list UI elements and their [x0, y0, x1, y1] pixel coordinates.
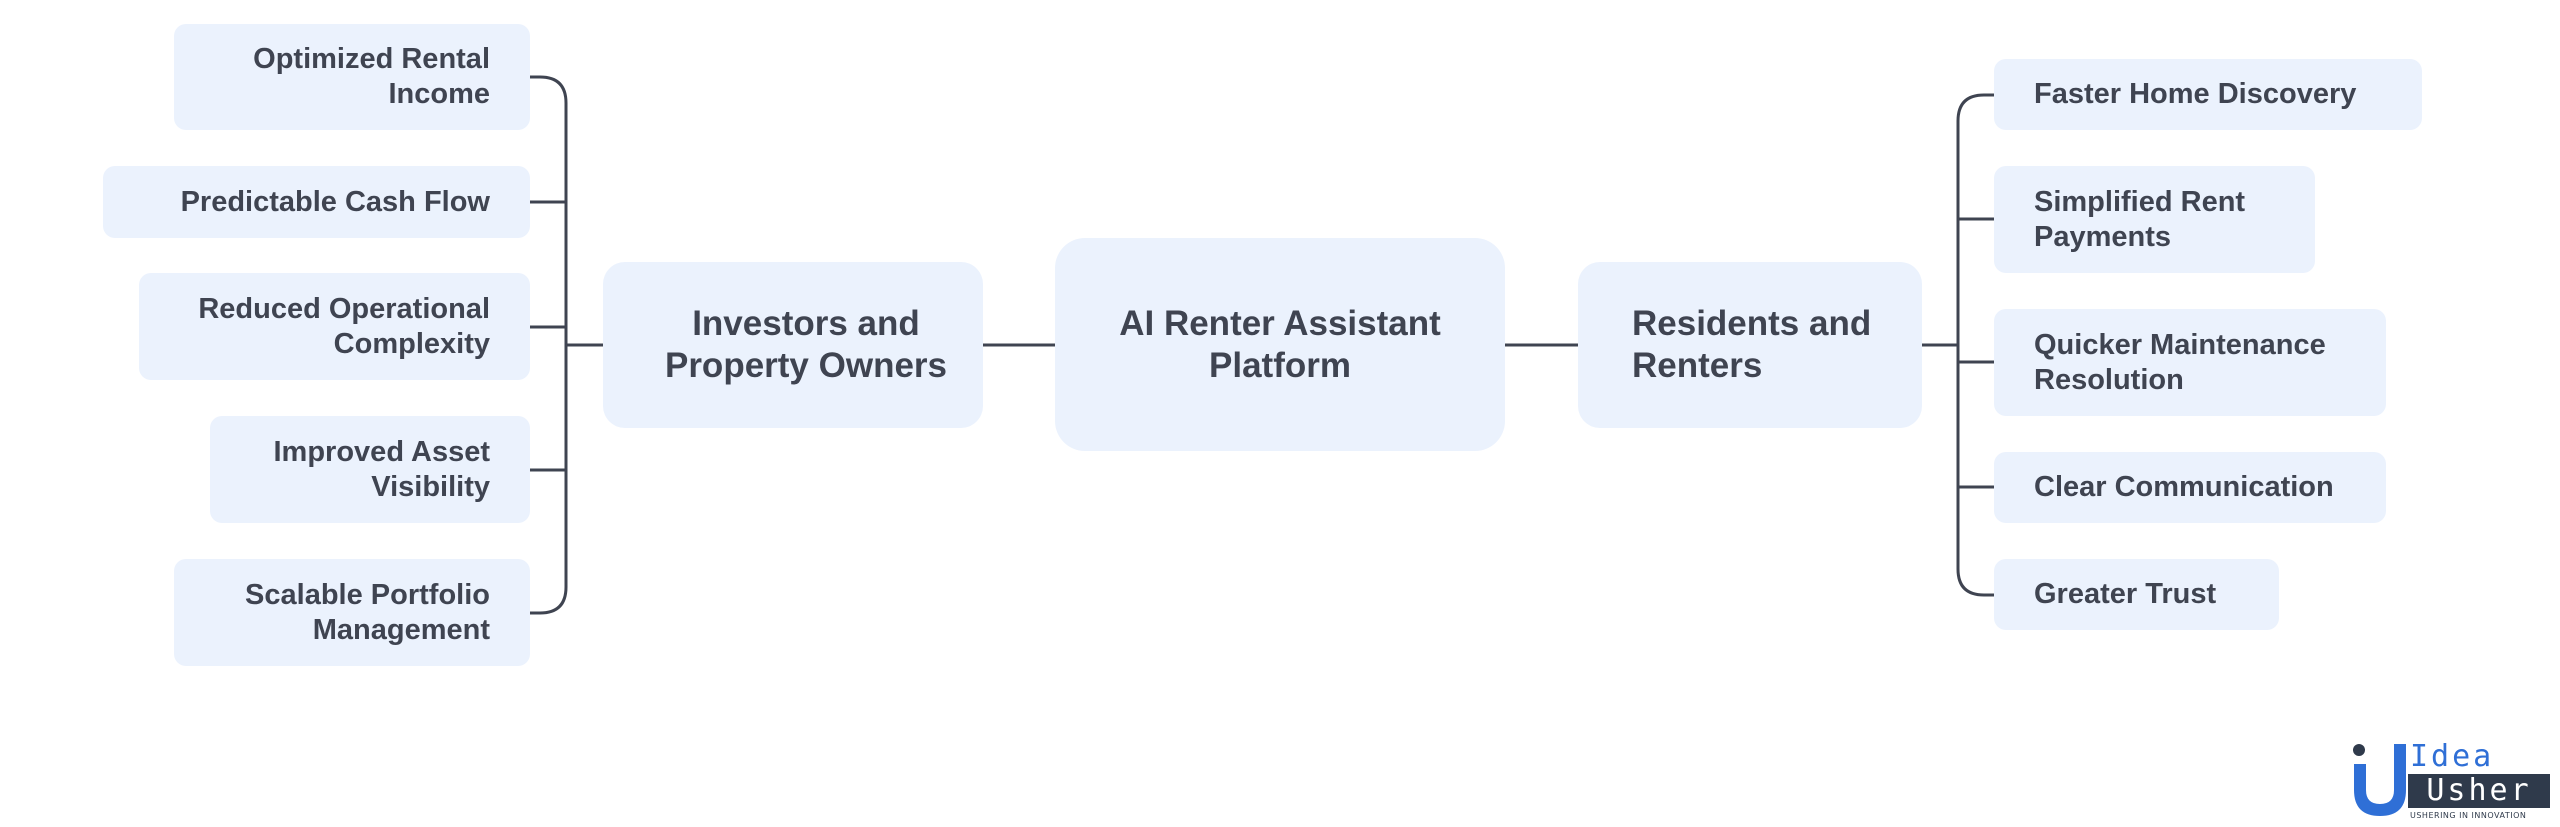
- right-item-greater-trust: Greater Trust: [1994, 559, 2279, 630]
- logo-word-box: Usher: [2408, 774, 2550, 808]
- left-item-label: Scalable Portfolio Management: [245, 578, 490, 646]
- right-item-label: Clear Communication: [2034, 471, 2334, 504]
- left-item-label: Optimized Rental Income: [253, 43, 490, 110]
- logo-u-mark-icon: [2353, 744, 2406, 816]
- right-item-label: Quicker Maintenance Resolution: [2034, 328, 2326, 396]
- left-item-improved-asset-visibility: Improved Asset Visibility: [210, 416, 530, 523]
- right-hub-residents-renters: Residents and Renters: [1578, 262, 1922, 428]
- left-hub-investors-property-owners: Investors and Property Owners: [603, 262, 983, 428]
- center-node-label: AI Renter Assistant Platform: [1119, 303, 1441, 385]
- right-item-clear-communication: Clear Communication: [1994, 452, 2386, 523]
- left-item-predictable-cash-flow: Predictable Cash Flow: [103, 166, 530, 238]
- left-item-label: Improved Asset Visibility: [273, 435, 491, 503]
- logo-word-top: Idea: [2410, 739, 2495, 774]
- center-node-platform: AI Renter Assistant Platform: [1055, 238, 1505, 451]
- logo-word-bottom: Usher: [2426, 773, 2532, 808]
- left-item-label: Predictable Cash Flow: [180, 185, 490, 218]
- right-hub-label: Residents and Renters: [1632, 304, 1872, 385]
- right-item-simplified-rent-payments: Simplified Rent Payments: [1994, 166, 2315, 273]
- idea-usher-logo: Idea Usher USHERING IN INNOVATION: [2346, 738, 2550, 822]
- left-hub-label: Investors and Property Owners: [664, 304, 948, 385]
- right-item-faster-home-discovery: Faster Home Discovery: [1994, 59, 2422, 130]
- right-bracket-line: [1956, 93, 2014, 597]
- left-item-reduced-operational-complexity: Reduced Operational Complexity: [139, 273, 530, 380]
- right-item-label: Simplified Rent Payments: [2034, 185, 2246, 253]
- right-item-label: Greater Trust: [2034, 578, 2217, 611]
- right-item-label: Faster Home Discovery: [2034, 78, 2357, 111]
- right-item-quicker-maintenance-resolution: Quicker Maintenance Resolution: [1994, 309, 2386, 416]
- left-item-optimized-rental-income: Optimized Rental Income: [174, 24, 530, 130]
- left-item-label: Reduced Operational Complexity: [198, 292, 490, 360]
- logo-tagline: USHERING IN INNOVATION: [2410, 811, 2527, 820]
- left-item-scalable-portfolio-management: Scalable Portfolio Management: [174, 559, 530, 666]
